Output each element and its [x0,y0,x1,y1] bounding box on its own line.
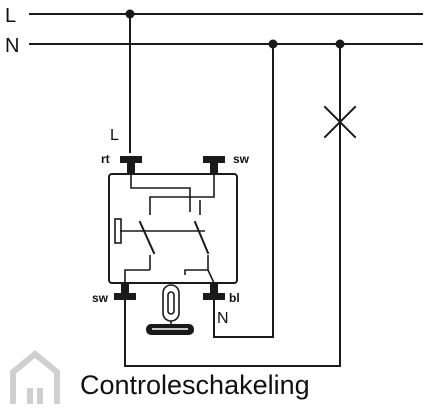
terminal-label-rt: rt [101,152,110,166]
terminal-bl [203,283,225,300]
terminal-sw-bottom [114,283,136,300]
lamp-branch-wire [124,43,341,367]
bus-label-neutral: N [5,35,19,57]
terminal-sw-top [203,156,225,174]
switch-housing [108,173,238,284]
house-icon [10,350,60,404]
neutral-return-wire [213,43,274,338]
lamp-cross-icon [323,105,357,139]
bus-label-line: L [5,5,16,27]
switch-internals [114,174,215,284]
terminal-label-sw-top: sw [233,152,250,166]
indicator-lamp-icon [146,284,194,335]
terminal-rt [120,156,142,174]
terminal-function-label-bottom: N [217,310,229,327]
terminal-function-label-top: L [110,127,119,144]
terminal-label-sw-bottom: sw [92,291,109,305]
diagram-caption: Controleschakeling [80,370,310,400]
terminal-label-bl: bl [229,291,240,305]
